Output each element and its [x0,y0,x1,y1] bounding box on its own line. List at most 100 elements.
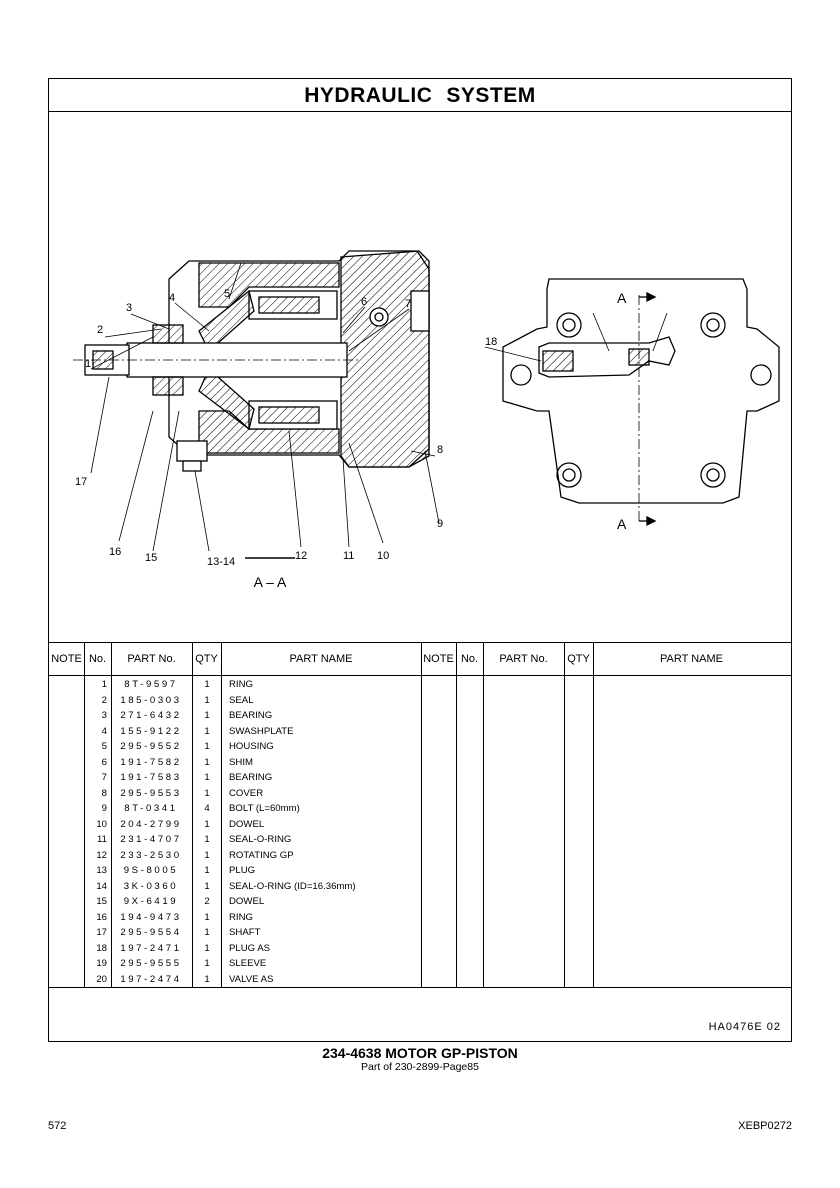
header-qty-2: QTY [567,653,590,665]
header-part-name: PART NAME [289,653,353,665]
quantity: 1 [204,772,210,783]
callout-8: 8 [437,444,443,456]
section-view [73,250,430,559]
col-divider [456,643,457,987]
item-number: 2 [101,694,107,706]
header-no: No. [88,653,107,665]
quantity: 2 [204,896,210,907]
item-number: 10 [96,818,107,830]
item-number: 5 [101,741,107,752]
callout-6: 6 [361,296,367,308]
drawing-code: HA0476E 02 [708,1021,781,1033]
part-number: 194-9473 [120,911,182,923]
part-name: RING [229,911,253,923]
part-number: 3K-0360 [123,880,179,892]
quantity: 1 [204,679,210,690]
callout-1: 1 [85,358,91,370]
drawing-svg: 1 2 3 4 5 6 7 8 9 10 11 12 13-14 15 16 1… [73,250,780,590]
document-code: XEBP0272 [738,1120,792,1132]
header-note-2: NOTE [423,653,454,665]
item-number: 9 [101,803,107,814]
callout-15: 15 [145,552,157,564]
col-divider [192,643,193,987]
part-name: PLUG AS [229,942,271,954]
item-number: 15 [96,896,107,907]
item-number: 17 [96,927,107,938]
part-number: 295-9554 [120,927,182,938]
header-divider [49,675,791,676]
part-name: BEARING [229,710,273,721]
part-name: HOUSING [229,741,274,752]
exploded-drawing: 1 2 3 4 5 6 7 8 9 10 11 12 13-14 15 16 1… [49,111,791,642]
part-name: SEAL [229,694,254,706]
caption-sub: Part of 230-2899-Page85 [361,1061,479,1073]
parts-table: NOTE No. PART No. QTY PART NAME NOTE No.… [49,642,791,988]
item-number: 13 [96,865,107,876]
part-name: SHAFT [229,927,261,938]
part-name: SEAL-O-RING [229,834,292,845]
part-name: DOWEL [229,818,265,830]
table-row: 17 295-9554 1 SHAFT [49,925,421,941]
part-name: COVER [229,787,264,799]
part-number: 191-7583 [120,772,182,783]
quantity: 1 [204,911,210,923]
col-divider [593,643,594,987]
callout-13-14: 13-14 [207,556,235,568]
part-number: 197-2474 [120,973,182,985]
leader-lines [90,262,440,552]
callout-4: 4 [169,292,175,304]
callout-2: 2 [97,324,103,336]
quantity: 1 [204,973,210,985]
header-note: NOTE [51,653,82,665]
quantity: 1 [204,725,210,737]
callout-17: 17 [75,476,87,488]
callout-11: 11 [343,550,354,562]
caption: 234-4638 MOTOR GP-PISTON Part of 230-289… [0,1045,840,1074]
item-number: 12 [96,849,107,861]
callout-18: 18 [485,336,497,348]
col-divider [564,643,565,987]
part-name: SEAL-O-RING (ID=16.36mm) [229,880,356,892]
part-name: SHIM [229,756,253,768]
part-number: 191-7582 [120,756,182,768]
col-divider [111,643,112,987]
part-name: BOLT (L=60mm) [229,803,300,814]
header-part-no-2: PART No. [499,653,548,665]
col-divider [421,643,422,987]
quantity: 4 [204,803,210,814]
part-number: 155-9122 [120,725,182,737]
item-number: 11 [97,834,107,845]
part-number: 231-4707 [120,834,182,845]
callout-12: 12 [295,550,307,562]
quantity: 1 [204,927,210,938]
item-number: 3 [101,710,107,721]
part-number: 233-2530 [120,849,182,861]
part-name: SWASHPLATE [229,725,294,737]
quantity: 1 [204,958,210,969]
part-number: 271-6432 [120,710,182,721]
header-part-no: PART No. [127,653,176,665]
item-number: 20 [96,973,107,985]
part-name: VALVE AS [229,973,274,985]
quantity: 1 [204,756,210,768]
col-divider [221,643,222,987]
callout-7: 7 [405,298,411,310]
part-number: 8T-9597 [124,679,178,690]
item-number: 1 [101,679,107,690]
part-number: 295-9553 [120,787,182,799]
item-number: 19 [96,958,107,969]
part-number: 197-2471 [120,942,182,954]
